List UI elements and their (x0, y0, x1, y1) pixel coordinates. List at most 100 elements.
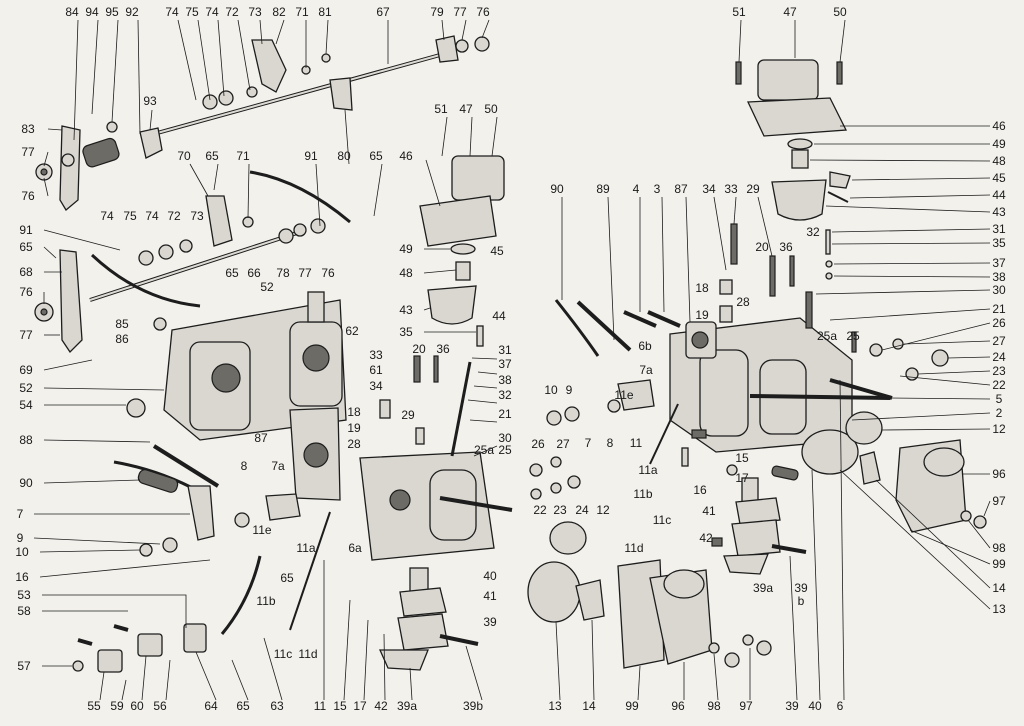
part-callout: 74 (145, 209, 159, 223)
part-callout: 72 (167, 209, 181, 223)
part-callout: 59 (110, 699, 124, 713)
part-callout: 14 (582, 699, 596, 713)
part-callout: 25a (474, 443, 494, 457)
part-callout: 18 (347, 405, 361, 419)
part-callout: 31 (992, 222, 1006, 236)
part-callout: 58 (17, 604, 31, 618)
part-callout: 26 (992, 316, 1006, 330)
part-callout: 11e (252, 523, 271, 537)
part-callout: 11a (638, 463, 657, 477)
part-callout: 9 (566, 383, 573, 397)
part-callout: 39 (483, 615, 497, 629)
part-callout: 77 (298, 266, 312, 280)
part-callout: 39 (785, 699, 799, 713)
part-callout: 10 (544, 383, 558, 397)
part-callout: 65 (280, 571, 294, 585)
throttle-linkage-upper (35, 35, 490, 211)
part-callout: 38 (498, 373, 512, 387)
float-chamber-left (359, 155, 513, 561)
part-callout: 77 (453, 5, 467, 19)
part-callout: 62 (345, 324, 359, 338)
part-callout: 43 (399, 303, 413, 317)
part-callout: 83 (21, 122, 35, 136)
part-callout: 28 (347, 437, 361, 451)
part-callout: 7 (17, 507, 24, 521)
part-callout: 44 (492, 309, 506, 323)
part-callout: 11a (296, 541, 315, 555)
part-callout: 72 (225, 5, 239, 19)
part-callout: 39b (463, 699, 483, 713)
gasket-left (289, 407, 341, 501)
part-callout: 37 (992, 256, 1006, 270)
part-callout: 42 (699, 531, 713, 545)
part-callout: 8 (607, 436, 614, 450)
carburetor-body-left (126, 291, 347, 441)
part-callout: 47 (783, 5, 797, 19)
part-callout: 39 (794, 581, 808, 595)
part-callout: 97 (992, 494, 1006, 508)
part-callout: 74 (100, 209, 114, 223)
part-callout: 11d (624, 541, 643, 555)
part-callout: 21 (498, 407, 512, 421)
part-callout: 11d (298, 647, 317, 661)
part-callout: 24 (992, 350, 1006, 364)
part-callout: 33 (369, 348, 383, 362)
part-callout: 51 (434, 102, 448, 116)
part-callout: 18 (695, 281, 709, 295)
part-callout: 76 (19, 285, 33, 299)
part-callout: 84 (65, 5, 79, 19)
part-callout: 75 (185, 5, 199, 19)
part-callout: 61 (369, 363, 383, 377)
diaphragm-pump-left (378, 567, 479, 671)
part-callout: 45 (490, 244, 504, 258)
part-callout: 44 (992, 188, 1006, 202)
part-callout: 15 (333, 699, 347, 713)
part-callout: 31 (498, 343, 512, 357)
part-callout: 74 (165, 5, 179, 19)
part-callout: 65 (369, 149, 383, 163)
part-callout: 82 (272, 5, 286, 19)
part-callout: 87 (674, 182, 688, 196)
part-callout: 56 (153, 699, 167, 713)
part-callout: 42 (374, 699, 388, 713)
part-callout: 19 (347, 421, 361, 435)
part-callout: 7 (585, 436, 592, 450)
part-callout: 25 (498, 443, 512, 457)
part-callout: 52 (260, 280, 274, 294)
part-callout: 49 (399, 242, 413, 256)
part-callout: 15 (735, 451, 749, 465)
part-callout: 69 (19, 363, 33, 377)
jets-and-tubes-right (554, 223, 949, 381)
part-callout: 48 (992, 154, 1006, 168)
part-callout: 45 (992, 171, 1006, 185)
float-chamber-cover-right (735, 59, 851, 221)
part-callout: 76 (476, 5, 490, 19)
part-callout: 43 (992, 205, 1006, 219)
part-callout: 16 (15, 570, 29, 584)
part-callout: 63 (270, 699, 284, 713)
part-callout: 17 (735, 471, 749, 485)
part-callout: 38 (992, 270, 1006, 284)
part-callout: 67 (376, 5, 390, 19)
part-callout: 55 (87, 699, 101, 713)
part-callout: 34 (702, 182, 716, 196)
part-callout: 52 (19, 381, 33, 395)
part-callout: 80 (337, 149, 351, 163)
part-callout: 73 (248, 5, 262, 19)
part-callout: 50 (484, 102, 498, 116)
part-callout: 53 (17, 588, 31, 602)
part-callout: 88 (19, 433, 33, 447)
part-callout: 86 (115, 332, 129, 346)
part-callout: 4 (633, 182, 640, 196)
part-callout: 91 (19, 223, 33, 237)
part-callout: 24 (575, 503, 589, 517)
part-callout: 95 (105, 5, 119, 19)
part-callout: 40 (808, 699, 822, 713)
part-callout: 73 (190, 209, 204, 223)
part-callout: 46 (399, 149, 413, 163)
part-callout: 25 (846, 329, 860, 343)
part-callout: 60 (130, 699, 144, 713)
part-callout: 65 (225, 266, 239, 280)
part-callout: 39a (397, 699, 417, 713)
